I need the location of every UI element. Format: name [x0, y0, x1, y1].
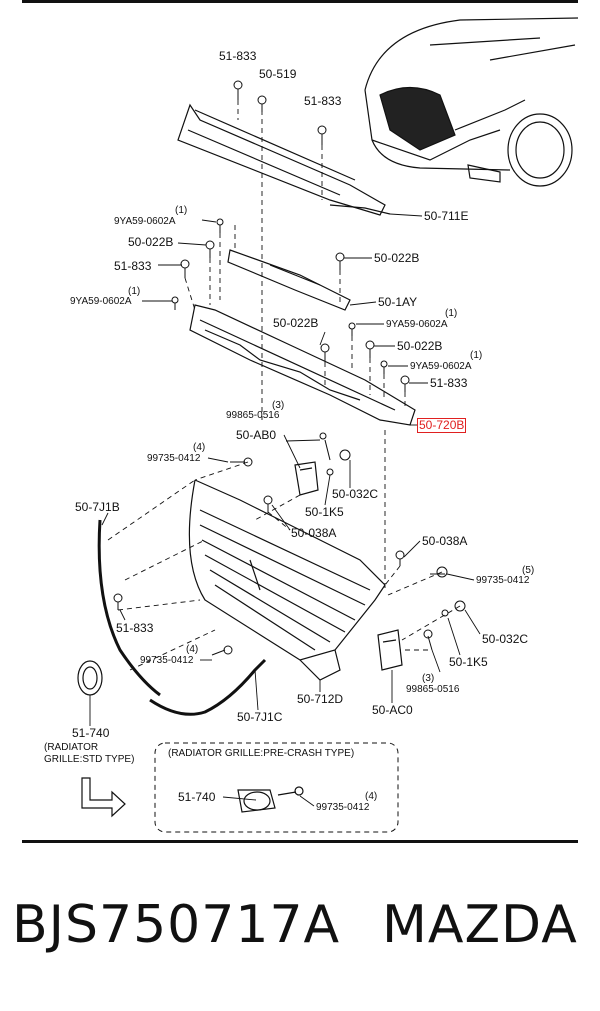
callout-label: 50-1AY [378, 295, 418, 309]
callout-label: 51-833 [116, 621, 154, 635]
callout-label: 50-711E [424, 209, 469, 223]
callout-label: (RADIATOR GRILLE:PRE-CRASH TYPE) [168, 748, 355, 759]
sensor-bracket-50-AB0 [294, 461, 319, 496]
emblem-51-740-pre-crash [237, 786, 304, 813]
callout-label: 50-022B [273, 316, 319, 330]
callout-label: 50-022B [397, 339, 443, 353]
callout-label: 50-AB0 [236, 428, 277, 442]
car-front-illustration [364, 17, 579, 187]
callout-label: 9YA59-0602A [114, 216, 176, 227]
grille-50-712D [188, 479, 386, 681]
callout-label: 50-7J1C [237, 710, 283, 724]
callout-label: 99865-0516 [226, 410, 280, 421]
callout-label: 50-1K5 [449, 655, 488, 669]
sensor-bracket-50-AC0 [377, 629, 403, 671]
callout-label: 50-022B [374, 251, 420, 265]
callout-label: 99735-0412 [147, 453, 201, 464]
emblem-51-740-std [77, 660, 103, 696]
callout-label: 9YA59-0602A [386, 319, 448, 330]
callout-label: (4) [365, 791, 378, 802]
callout-label: 99735-0412 [476, 575, 530, 586]
callout-label: (3) [422, 673, 435, 684]
callout-label: (5) [522, 565, 535, 576]
callout-label: 99865-0516 [406, 684, 460, 695]
callout-label: 99735-0412 [140, 655, 194, 666]
callout-label: 51-740 [72, 726, 110, 740]
callout-label: 50-712D [297, 692, 344, 706]
pre-crash-box [154, 742, 399, 833]
callout-label: 9YA59-0602A [410, 361, 472, 372]
callout-label: 51-833 [430, 376, 468, 390]
callout-label: (1) [128, 286, 141, 297]
callout-label: (1) [470, 350, 483, 361]
leader-lines [107, 100, 461, 671]
molding-50-7J1C [149, 658, 267, 716]
callout-label: GRILLE:STD TYPE) [44, 754, 135, 765]
callout-label: (RADIATOR [44, 742, 99, 753]
brand-name: MAZDA [382, 895, 578, 955]
callout-label: 51-833 [219, 49, 257, 63]
callout-label: 51-833 [114, 259, 152, 273]
callout-label: 51-740 [178, 790, 216, 804]
callout-label: (1) [445, 308, 458, 319]
callout-label: (1) [175, 205, 188, 216]
molding-50-7J1B [97, 519, 161, 697]
callout-label: (3) [272, 400, 285, 411]
callout-label: 50-7J1B [75, 500, 120, 514]
top-rule [22, 0, 578, 3]
callout-label: 50-AC0 [372, 703, 413, 717]
callout-label: 50-032C [332, 487, 379, 501]
bracket-50-720B [189, 249, 416, 426]
part-number: BJS750717A [12, 895, 341, 955]
callout-label: 50-038A [291, 526, 337, 540]
callout-label: (4) [186, 644, 199, 655]
bottom-rule [22, 840, 578, 843]
callout-label: 51-833 [304, 94, 342, 108]
upper-cover-50-711E [177, 103, 391, 216]
callout-label: 50-720B [416, 418, 467, 433]
front-arrow-icon [81, 777, 126, 818]
callout-label: 50-519 [259, 67, 297, 81]
callout-label: (4) [193, 442, 206, 453]
callout-label: 50-1K5 [305, 505, 344, 519]
callout-label: 50-022B [128, 235, 174, 249]
callout-label: 99735-0412 [316, 802, 370, 813]
callout-label: 9YA59-0602A [70, 296, 132, 307]
callout-label: 50-032C [482, 632, 529, 646]
callout-leaders [89, 213, 481, 807]
callout-label: 50-038A [422, 534, 468, 548]
